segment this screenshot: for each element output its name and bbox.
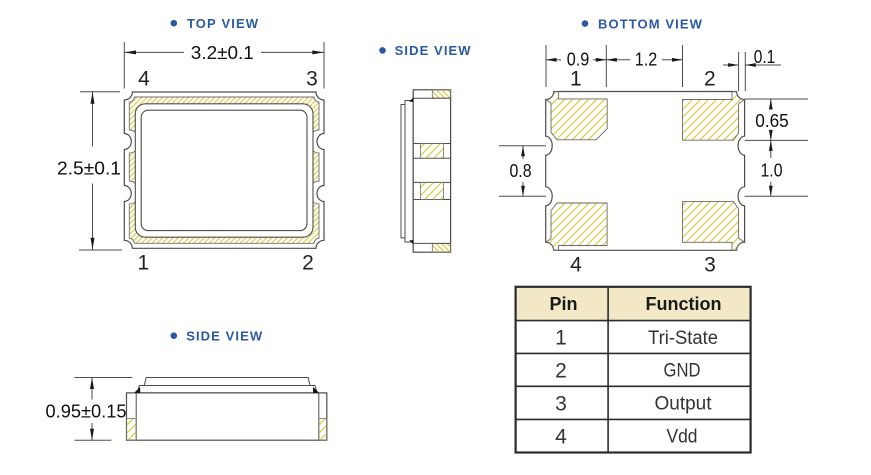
svg-text:3: 3 bbox=[704, 253, 716, 276]
svg-text:SIDE VIEW: SIDE VIEW bbox=[186, 328, 263, 343]
svg-text:1: 1 bbox=[138, 252, 150, 275]
svg-text:SIDE VIEW: SIDE VIEW bbox=[395, 43, 472, 58]
svg-text:2: 2 bbox=[704, 68, 716, 91]
svg-text:Pin: Pin bbox=[549, 294, 577, 314]
svg-text:0.8: 0.8 bbox=[510, 161, 532, 181]
svg-text:Tri-State: Tri-State bbox=[648, 328, 718, 349]
svg-text:1: 1 bbox=[555, 327, 567, 350]
svg-text:0.1: 0.1 bbox=[754, 47, 776, 67]
svg-text:Vdd: Vdd bbox=[667, 427, 698, 448]
svg-text:TOP VIEW: TOP VIEW bbox=[187, 16, 259, 31]
svg-text:1: 1 bbox=[570, 68, 582, 91]
svg-text:0.9: 0.9 bbox=[567, 49, 590, 69]
svg-text:GND: GND bbox=[664, 361, 701, 382]
svg-text:2.5±0.1: 2.5±0.1 bbox=[57, 159, 121, 179]
svg-text:4: 4 bbox=[138, 68, 150, 91]
svg-text:2: 2 bbox=[555, 359, 567, 382]
svg-text:0.65: 0.65 bbox=[755, 111, 789, 131]
svg-text:1.2: 1.2 bbox=[635, 49, 658, 69]
svg-text:3.2±0.1: 3.2±0.1 bbox=[191, 43, 254, 63]
svg-text:2: 2 bbox=[302, 252, 314, 275]
svg-text:Output: Output bbox=[655, 394, 713, 415]
svg-text:BOTTOM VIEW: BOTTOM VIEW bbox=[598, 16, 703, 31]
svg-text:1.0: 1.0 bbox=[761, 161, 783, 181]
svg-text:Function: Function bbox=[646, 294, 722, 314]
svg-text:0.95±0.15: 0.95±0.15 bbox=[46, 402, 127, 422]
svg-text:3: 3 bbox=[555, 392, 567, 415]
svg-text:4: 4 bbox=[555, 425, 567, 448]
svg-text:3: 3 bbox=[306, 68, 318, 91]
svg-text:4: 4 bbox=[570, 253, 582, 276]
